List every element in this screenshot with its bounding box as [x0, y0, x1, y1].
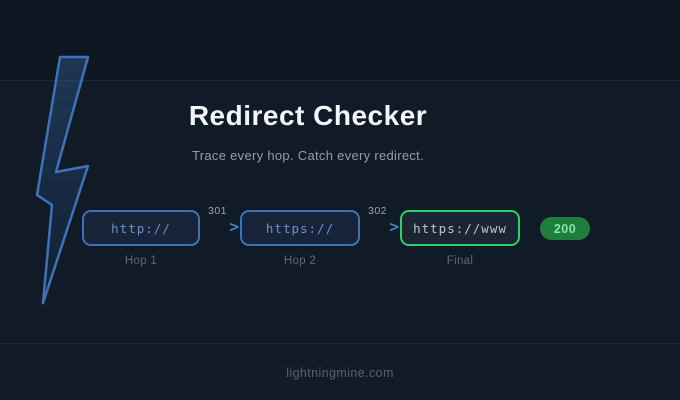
connector-1: 301 >: [200, 205, 240, 246]
hop-final: https://www Final: [400, 210, 520, 267]
status-code-302: 302: [368, 205, 388, 217]
final-url: https://www: [413, 220, 507, 236]
chevron-right-icon: >: [389, 217, 399, 236]
hop-1-label: Hop 1: [124, 255, 158, 267]
footer: lightningmine.com: [0, 343, 680, 400]
chevron-right-icon: >: [229, 217, 239, 236]
hop-2-url: https://: [265, 220, 335, 236]
status-code-301: 301: [208, 205, 228, 217]
page-subtitle: Trace every hop. Catch every redirect.: [191, 148, 424, 163]
final-label: Final: [446, 255, 474, 267]
status-200-badge: 200: [540, 217, 590, 240]
hop-2-label: Hop 2: [283, 255, 317, 267]
page-title: Redirect Checker: [188, 100, 428, 131]
hop-2: https:// Hop 2: [240, 210, 360, 267]
hop-2-url-box: https://: [240, 210, 360, 246]
footer-domain: lightningmine.com: [286, 365, 394, 380]
redirect-flow: http:// Hop 1 301 > https:// Hop 2 302 >…: [82, 205, 590, 267]
hop-1-url: http://: [111, 220, 171, 236]
header-band: [0, 0, 680, 81]
hop-1-url-box: http://: [82, 210, 200, 246]
connector-2: 302 >: [360, 205, 400, 246]
hop-1: http:// Hop 1: [82, 210, 200, 267]
final-url-box: https://www: [400, 210, 520, 246]
